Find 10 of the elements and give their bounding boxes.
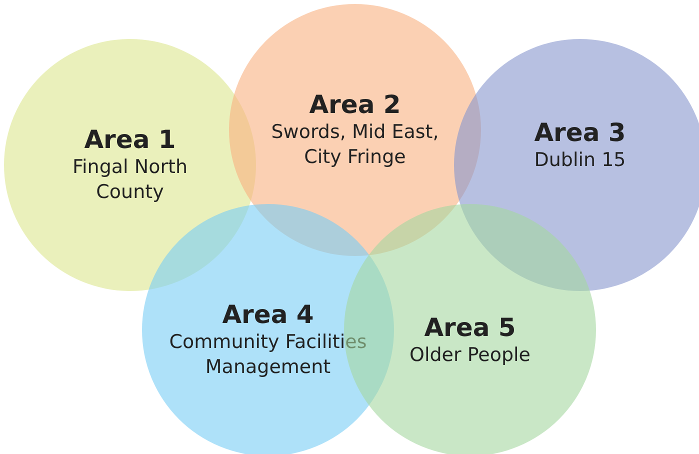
area-description: Swords, Mid East, City Fringe xyxy=(270,120,440,170)
area-title: Area 3 xyxy=(533,118,627,148)
area-description: Fingal North County xyxy=(71,155,189,205)
area-title: Area 1 xyxy=(83,125,177,155)
area-description: Dublin 15 xyxy=(533,148,627,172)
area-title: Area 4 xyxy=(221,300,315,330)
area-description: Older People xyxy=(408,342,532,368)
area-title: Area 5 xyxy=(423,312,517,342)
area-description: Community Facilities Management xyxy=(168,330,368,380)
area-title: Area 2 xyxy=(308,90,402,120)
